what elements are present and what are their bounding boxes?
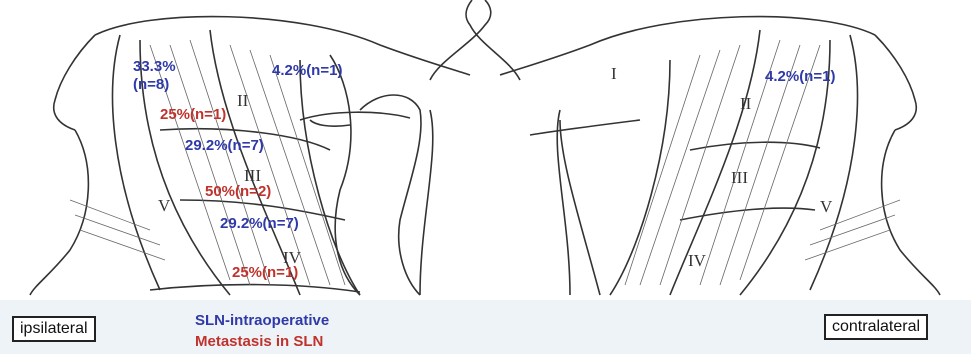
level-v-left: V [158, 196, 170, 216]
sln-label-level-ii-a-count: (n=8) [133, 76, 169, 93]
legend-metastasis: Metastasis in SLN [195, 333, 323, 350]
neck-diagram: 33.3% (n=8) 4.2%(n=1) 29.2%(n=7) 29.2%(n… [0, 0, 971, 300]
sln-label-level-i-left: 4.2%(n=1) [272, 62, 342, 79]
footer: ipsilateral SLN-intraoperative Metastasi… [0, 300, 971, 354]
level-v-right: V [820, 197, 832, 217]
sln-label-level-ii-right: 4.2%(n=1) [765, 68, 835, 85]
contralateral-label: contralateral [824, 314, 928, 340]
level-iv-left: IV [283, 248, 301, 268]
ipsilateral-label: ipsilateral [12, 316, 96, 342]
level-ii-left: II [237, 91, 248, 111]
level-iv-right: IV [688, 251, 706, 271]
neck-anatomy-drawing [0, 0, 971, 300]
sln-label-level-iii-left: 29.2%(n=7) [185, 137, 264, 154]
level-iii-left: III [244, 166, 261, 186]
level-i-right: I [611, 64, 617, 84]
legend-sln-intraoperative: SLN-intraoperative [195, 312, 329, 329]
sln-label-level-iv-left: 29.2%(n=7) [220, 215, 299, 232]
metastasis-label-level-ii: 25%(n=1) [160, 106, 226, 123]
level-ii-right: II [740, 94, 751, 114]
sln-label-level-ii-a: 33.3% [133, 58, 176, 75]
metastasis-label-level-iii: 50%(n=2) [205, 183, 271, 200]
level-iii-right: III [731, 168, 748, 188]
